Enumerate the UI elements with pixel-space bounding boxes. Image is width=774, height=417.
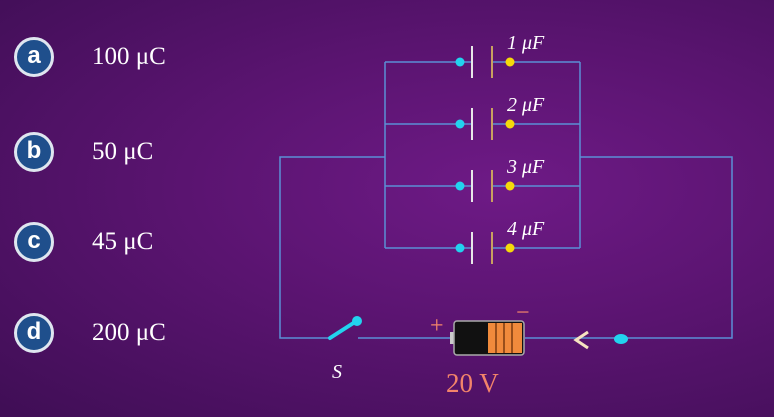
capacitor-label: 2 μF (507, 94, 545, 116)
capacitor-4: 4 μF (455, 218, 545, 264)
option-badge: b (14, 132, 54, 172)
option-c[interactable]: c 45 μC (14, 222, 153, 262)
charge-dot (614, 334, 628, 344)
battery-plus: + (430, 313, 444, 339)
capacitor-1: 1 μF (455, 32, 545, 78)
charge-dot (505, 243, 515, 253)
charge-dot (505, 181, 515, 191)
switch-label: S (332, 361, 342, 383)
capacitor-3: 3 μF (455, 156, 545, 202)
charge-dot (505, 119, 515, 129)
option-badge: a (14, 37, 54, 77)
capacitor-label: 4 μF (507, 218, 545, 240)
charge-dot (505, 57, 515, 67)
option-value: 100 μC (92, 43, 166, 70)
charge-dot (455, 181, 465, 191)
switch[interactable] (328, 316, 362, 340)
charge-dot (455, 243, 465, 253)
battery (450, 320, 525, 356)
option-d[interactable]: d 200 μC (14, 313, 166, 353)
option-value: 45 μC (92, 228, 154, 255)
wires (279, 61, 733, 339)
option-badge: c (14, 222, 54, 262)
option-badge: d (14, 313, 54, 353)
charge-dot (455, 57, 465, 67)
charge-dot (455, 119, 465, 129)
battery-label: 20 V (446, 368, 499, 398)
option-b[interactable]: b 50 μC (14, 132, 153, 172)
capacitor-label: 3 μF (506, 156, 545, 178)
option-value: 200 μC (92, 319, 166, 346)
option-value: 50 μC (92, 138, 154, 165)
option-a[interactable]: a 100 μC (14, 37, 166, 77)
capacitor-label: 1 μF (507, 32, 545, 54)
battery-minus: − (516, 300, 530, 326)
capacitor-2: 2 μF (455, 94, 545, 140)
current-arrow-icon (573, 330, 589, 350)
